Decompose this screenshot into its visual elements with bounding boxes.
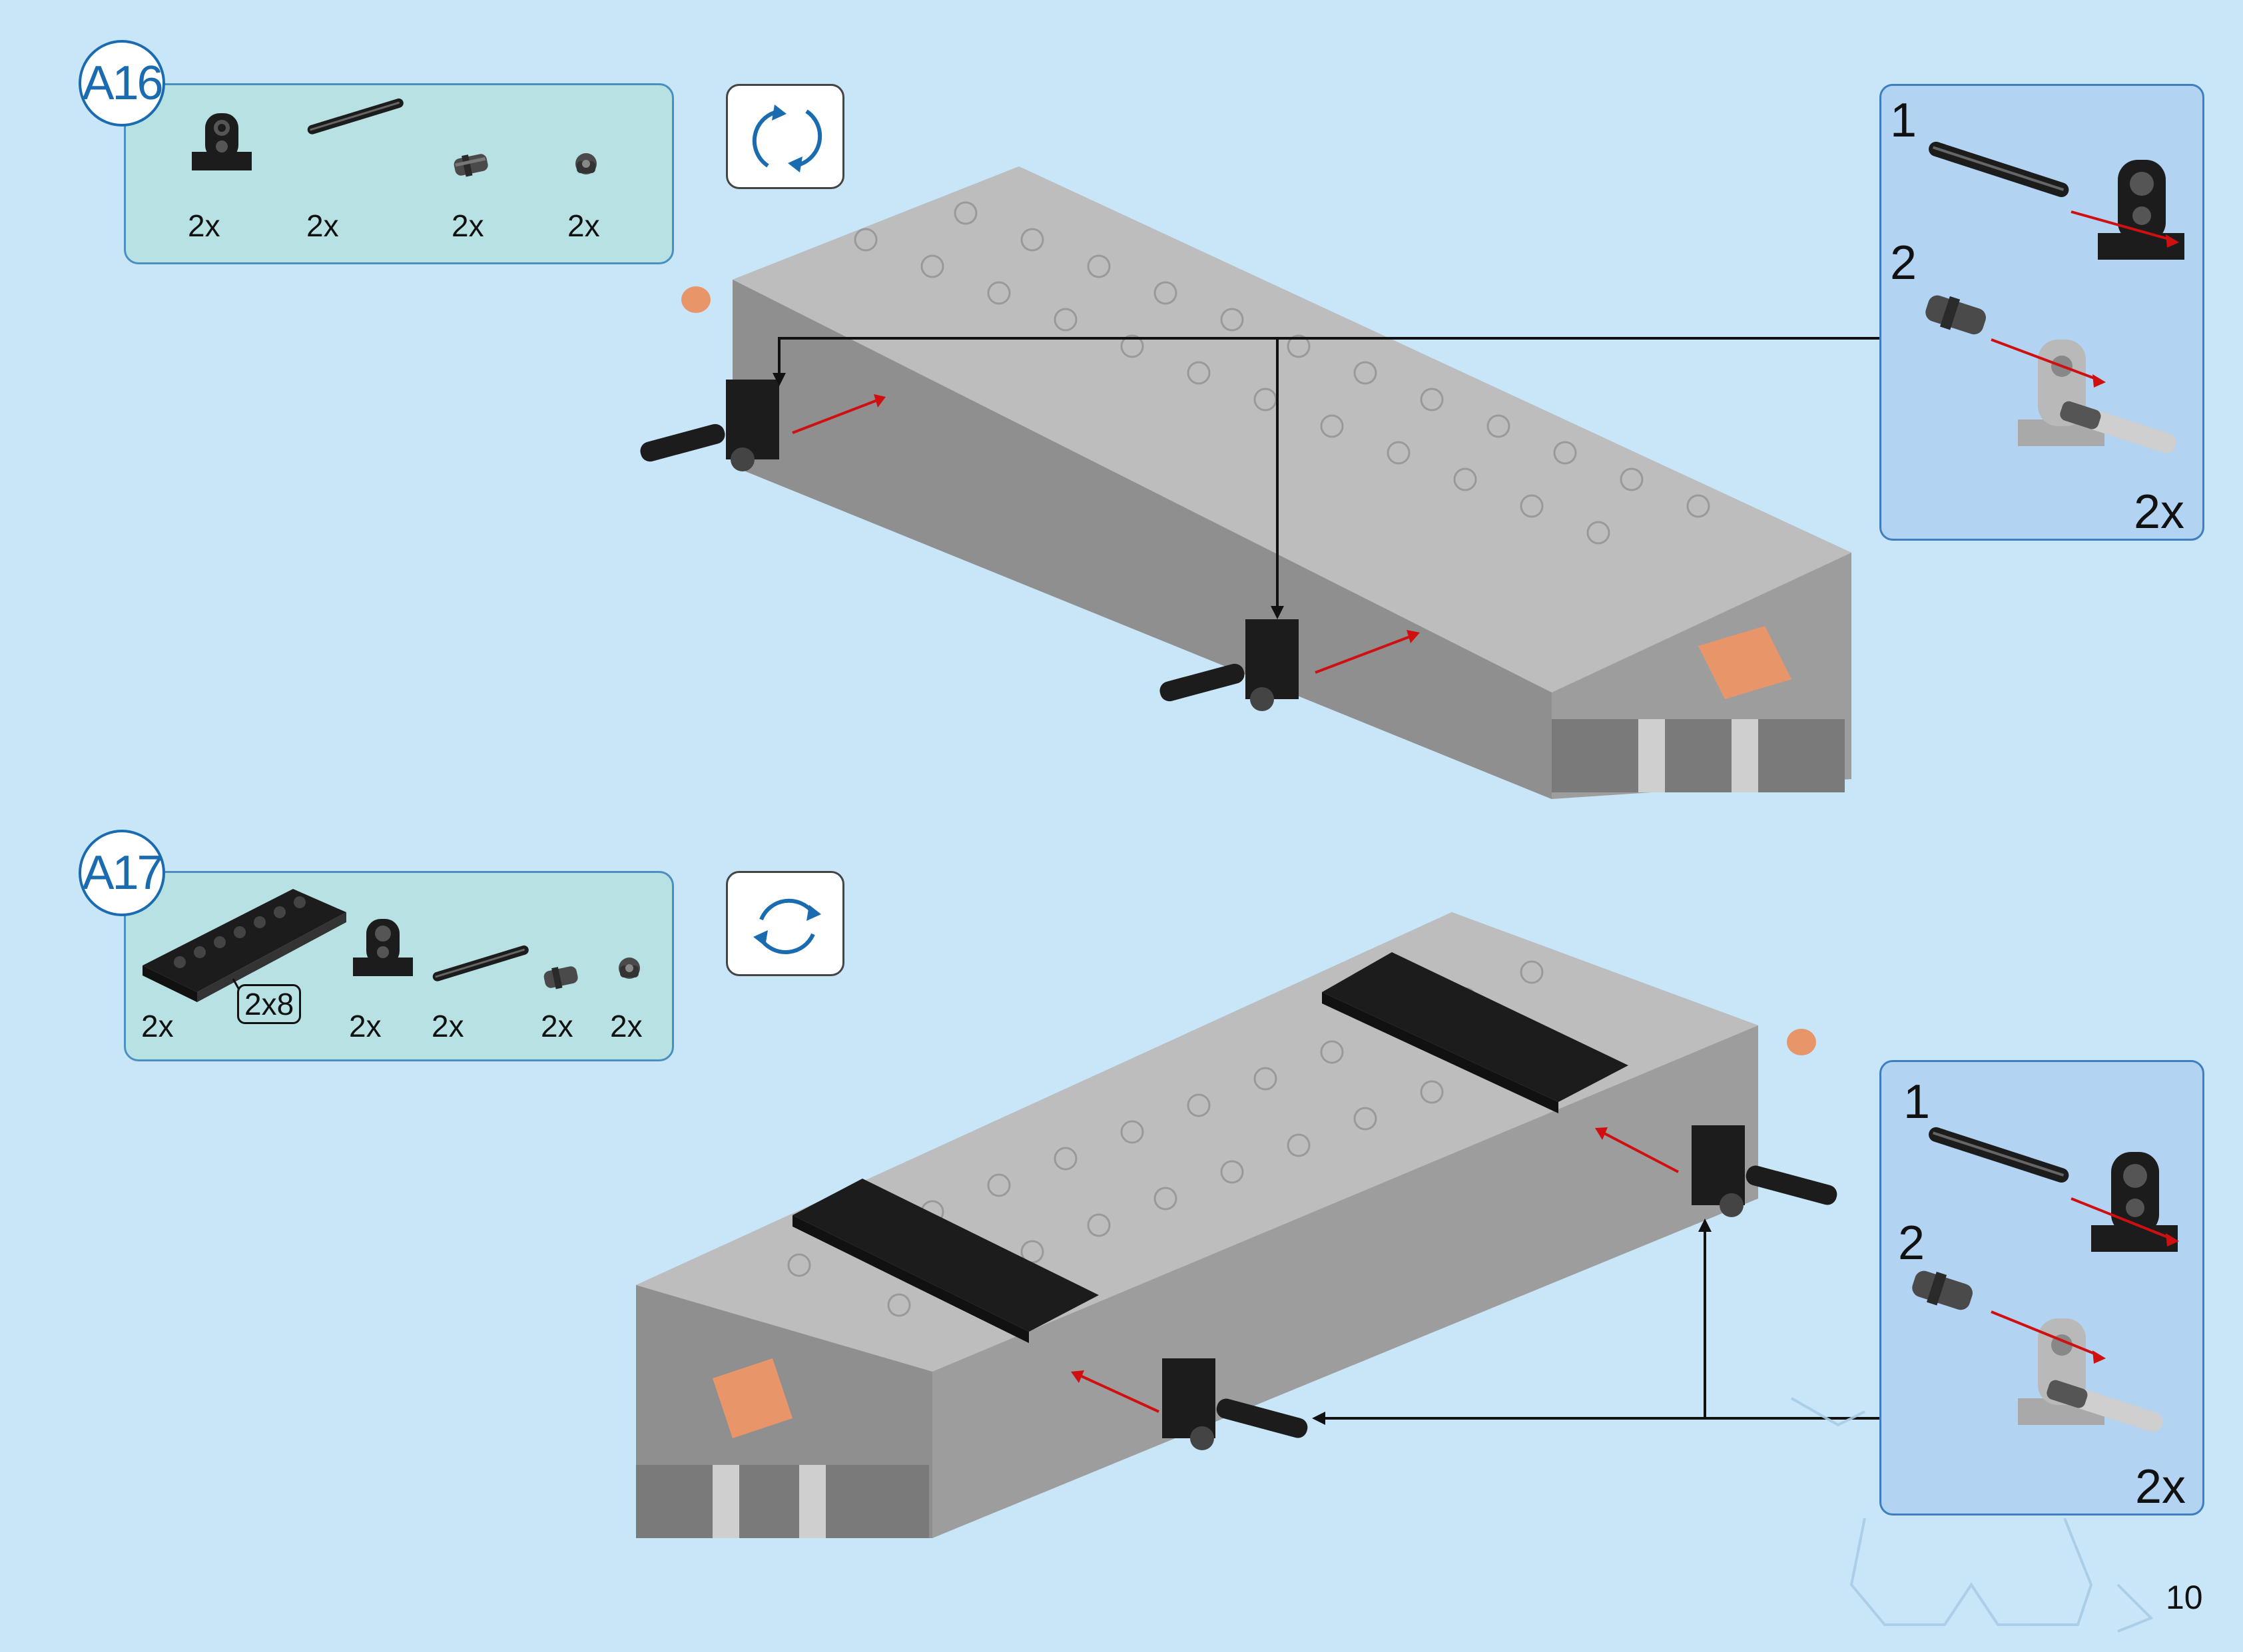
axle-icon [1929, 1127, 2069, 1183]
short-pin-icon [575, 153, 597, 174]
page-number: 10 [2166, 1579, 2203, 1616]
axle-icon [307, 98, 404, 135]
part-qty: 2x [349, 1009, 382, 1043]
part-qty: 2x [188, 208, 220, 243]
plate-2x8-placed-top [1322, 952, 1628, 1113]
step-badge-a17: A17 [79, 830, 165, 916]
connector-assembly-right [1692, 1125, 1837, 1217]
short-pin-icon [619, 958, 640, 979]
rotate-indicator-a17 [726, 871, 844, 976]
connector-assembly-right [1159, 619, 1299, 711]
part-qty: 2x [541, 1009, 573, 1043]
sub-step-number: 1 [1890, 94, 1917, 147]
sub-step-number: 2 [1890, 236, 1917, 290]
part-qty: 2x [432, 1009, 464, 1043]
parts-list-a16 [124, 83, 674, 264]
sub-qty: 2x [2135, 1460, 2186, 1514]
connector-assembly-left [1162, 1358, 1308, 1450]
rotate-counterclockwise-icon [753, 898, 821, 955]
pin-connector-block-icon [192, 113, 252, 170]
plate-2x8-placed-bottom [793, 1179, 1099, 1343]
part-qty: 2x [610, 1009, 643, 1043]
pin-with-axle-icon [543, 966, 578, 989]
rotate-indicator-a16 [726, 84, 844, 189]
pin-with-axle-icon [1925, 295, 1986, 335]
part-qty: 2x [306, 208, 339, 243]
axle-icon [2047, 1380, 2163, 1432]
sub-qty: 2x [2134, 485, 2185, 539]
part-qty: 2x [567, 208, 600, 243]
sub-step-number: 2 [1898, 1217, 1925, 1270]
step-badge-a16: A16 [79, 40, 165, 127]
pin-with-axle-icon [454, 154, 488, 177]
axle-icon [432, 945, 529, 981]
axle-icon [1929, 141, 2069, 198]
rotate-clockwise-icon [752, 105, 822, 172]
pin-connector-block-icon [353, 919, 413, 976]
sub-step-number: 1 [1903, 1075, 1931, 1129]
part-qty: 2x [452, 208, 484, 243]
axle-icon [2060, 401, 2176, 453]
plate-size-label: 2x8 [237, 984, 302, 1024]
pin-connector-block-icon [2091, 1152, 2178, 1252]
pin-with-axle-icon [1912, 1270, 1973, 1310]
connector-assembly-left [640, 380, 779, 471]
part-qty: 2x [141, 1009, 174, 1043]
